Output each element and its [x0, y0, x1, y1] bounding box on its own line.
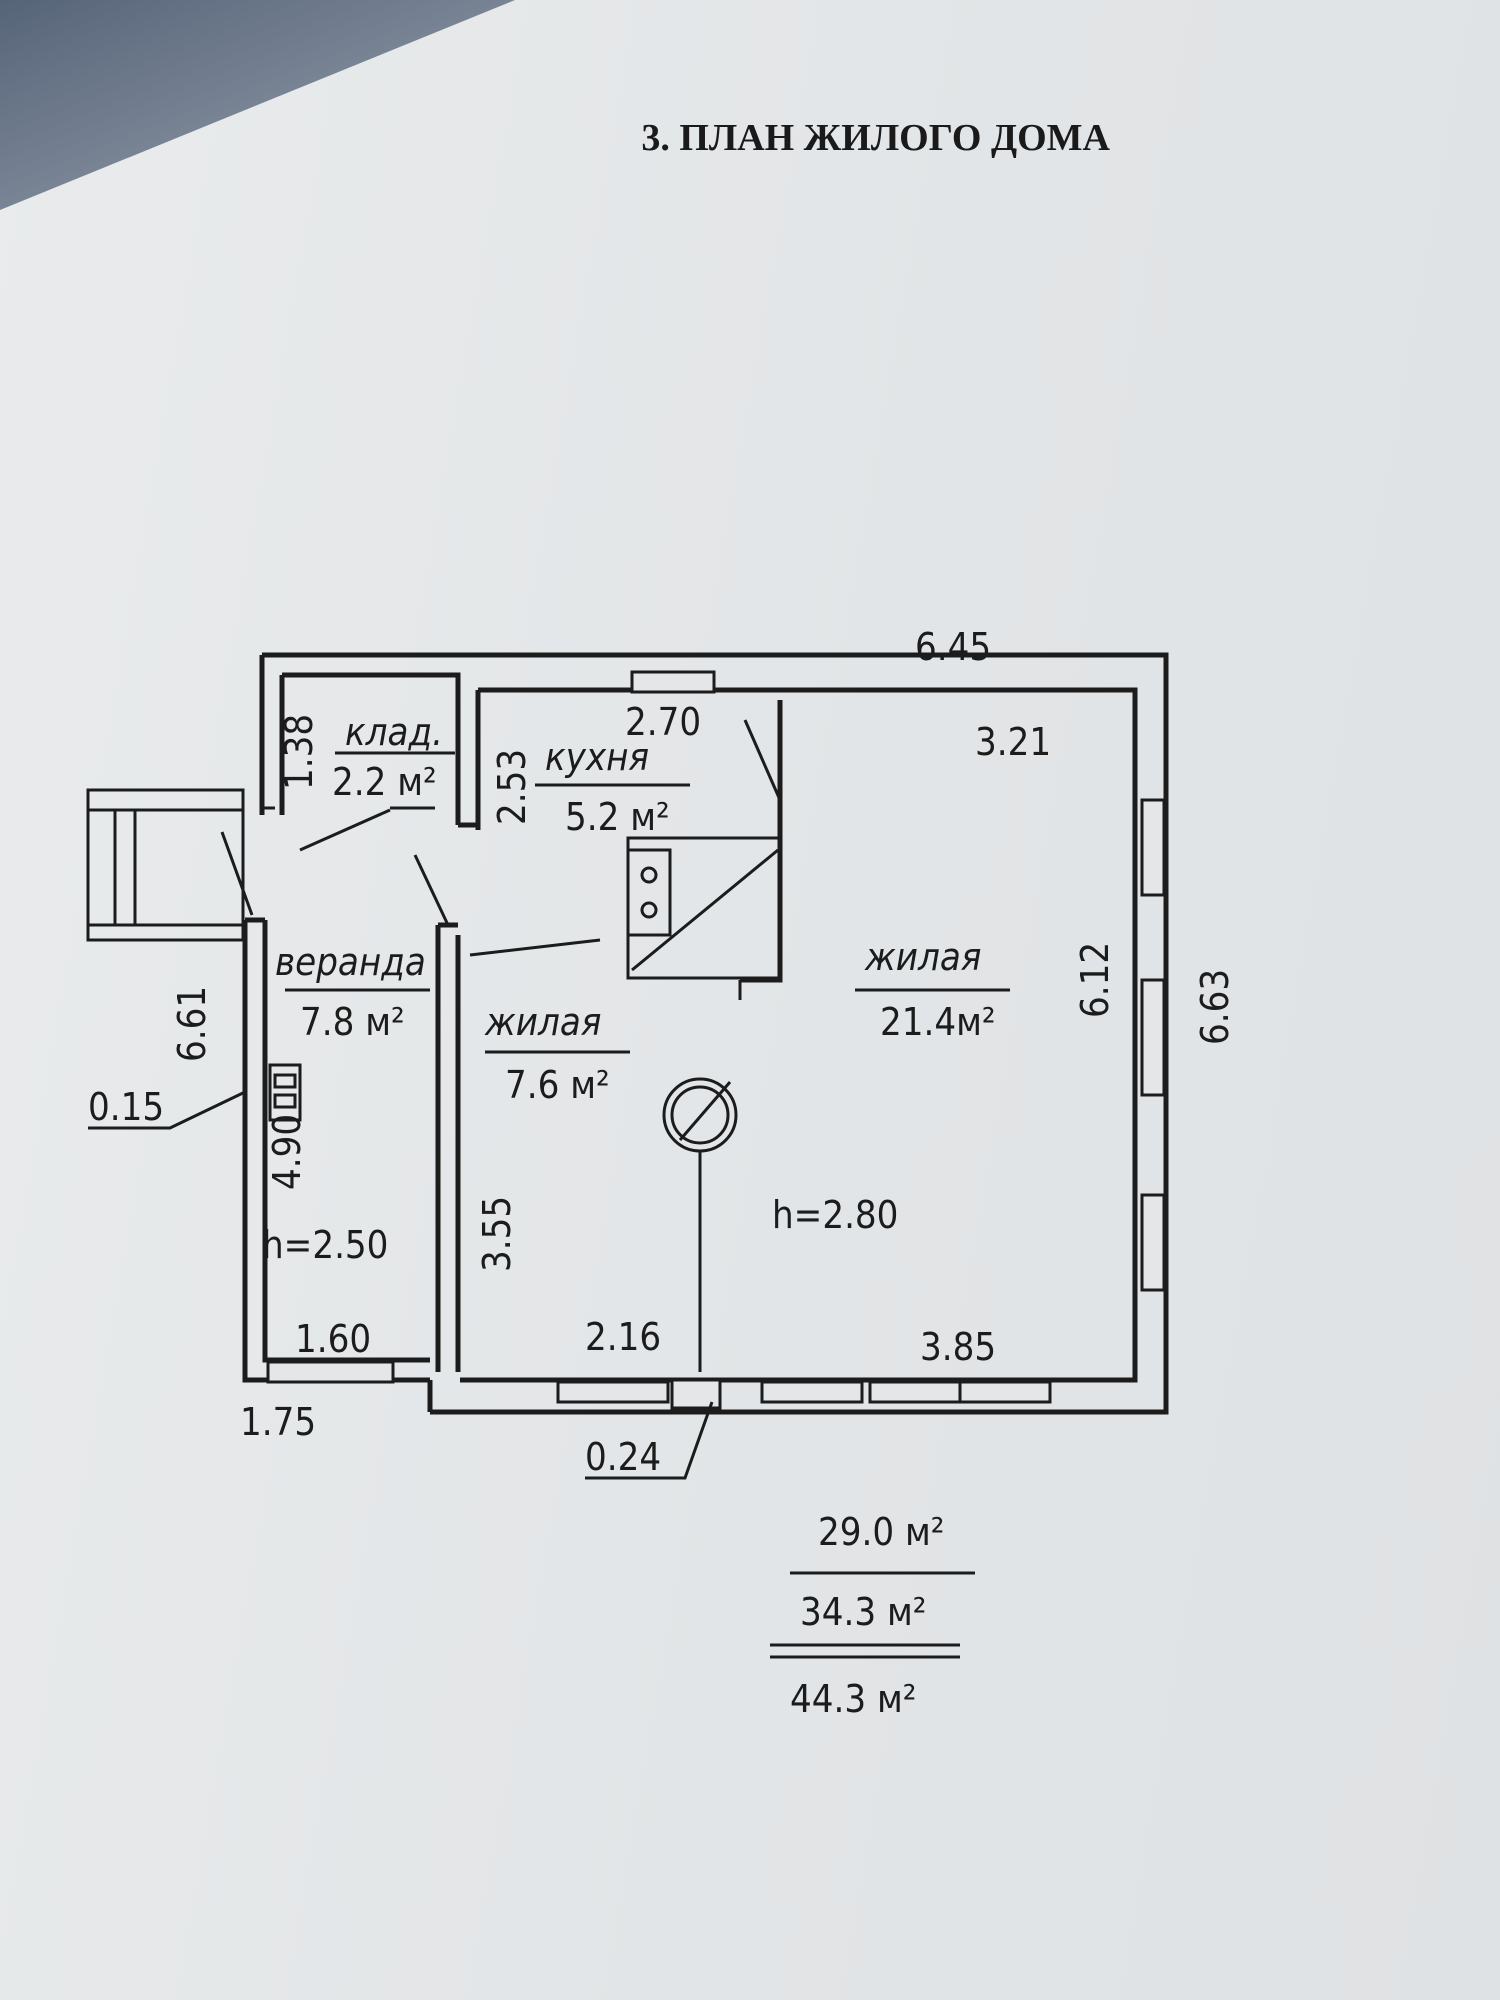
- dim-top-total: 6.45: [915, 625, 991, 669]
- dim-wall-left: 0.15: [88, 1085, 164, 1129]
- room-labels: клад. 2.2 м² кухня 5.2 м² веранда 7.8 м²…: [275, 710, 1010, 1107]
- walls: [242, 652, 1169, 1415]
- veranda-appliance: [268, 1063, 302, 1122]
- dim-veranda-height: 4.90: [265, 1114, 309, 1190]
- room-living-large-name: жилая: [864, 935, 981, 979]
- windows: [266, 670, 1166, 1410]
- dim-right-total: 6.63: [1193, 969, 1237, 1045]
- dim-room-large-width: 3.21: [975, 720, 1051, 764]
- leader-wall-bottom: [585, 1401, 714, 1480]
- dim-room-large-height: 6.12: [1073, 942, 1117, 1018]
- room-living-small-name: жилая: [484, 1000, 601, 1044]
- dim-kitchen-width: 2.70: [625, 700, 701, 744]
- room-veranda-name: веранда: [275, 940, 426, 984]
- window-small-room: [556, 1380, 670, 1404]
- door-room-swing: [469, 938, 601, 957]
- window-top: [630, 670, 716, 694]
- window-right-3: [1140, 1193, 1166, 1292]
- doors: [220, 700, 782, 957]
- door-kitchen-swing: [743, 719, 782, 801]
- height-main: h=2.80: [772, 1193, 898, 1237]
- window-right-1: [1140, 798, 1166, 897]
- area-summary: 29.0 м² 34.3 м² 44.3 м²: [770, 1510, 975, 1721]
- round-heater: [662, 1077, 738, 1372]
- door-klad-swing: [299, 808, 391, 852]
- kitchen-partition: [740, 700, 783, 983]
- page-title: 3. ПЛАН ЖИЛОГО ДОМА: [641, 117, 1110, 159]
- dim-wall-bottom: 0.24: [585, 1435, 661, 1479]
- stove: [626, 836, 782, 980]
- window-bottom-3: [868, 1380, 962, 1404]
- height-veranda: h=2.50: [262, 1223, 388, 1267]
- dim-left-total: 6.61: [170, 986, 214, 1062]
- door-entry-swing: [220, 831, 254, 916]
- window-bottom-4: [958, 1380, 1052, 1404]
- dim-room-small-width: 2.16: [585, 1315, 661, 1359]
- dim-room-large-bottom: 3.85: [920, 1325, 996, 1369]
- dim-veranda-width: 1.60: [295, 1317, 371, 1361]
- room-veranda-area: 7.8 м²: [300, 1000, 405, 1044]
- summary-usable-area: 34.3 м²: [800, 1590, 926, 1634]
- leader-wall-left: [88, 1090, 246, 1130]
- summary-total-area: 44.3 м²: [790, 1677, 916, 1721]
- dim-kitchen-height: 2.53: [490, 749, 534, 825]
- window-bottom-2: [760, 1380, 864, 1404]
- room-kitchen-name: кухня: [545, 735, 649, 779]
- dim-veranda-outer-width: 1.75: [240, 1400, 316, 1444]
- dim-klad-height: 1.38: [277, 714, 321, 790]
- dimensions: 6.45 2.70 3.21 3.85 2.16 1.60 1.75 0.24 …: [88, 625, 1237, 1480]
- window-right-2: [1140, 978, 1166, 1097]
- room-klad-area: 2.2 м²: [332, 760, 437, 804]
- window-veranda: [266, 1360, 395, 1384]
- summary-living-area: 29.0 м²: [818, 1510, 944, 1554]
- veranda-inner-wall: [262, 920, 430, 1363]
- room-kitchen-area: 5.2 м²: [565, 795, 670, 839]
- klad-wall: [282, 672, 461, 825]
- inner-wall-main: [460, 687, 1138, 1383]
- entrance-steps: [86, 788, 245, 942]
- room-living-large-area: 21.4м²: [880, 1000, 996, 1044]
- room-living-small-area: 7.6 м²: [505, 1063, 610, 1107]
- dim-room-small-height: 3.55: [475, 1196, 519, 1272]
- outer-wall-main: [262, 652, 1169, 1415]
- room-klad-name: клад.: [345, 710, 443, 754]
- door-veranda-swing: [413, 854, 450, 926]
